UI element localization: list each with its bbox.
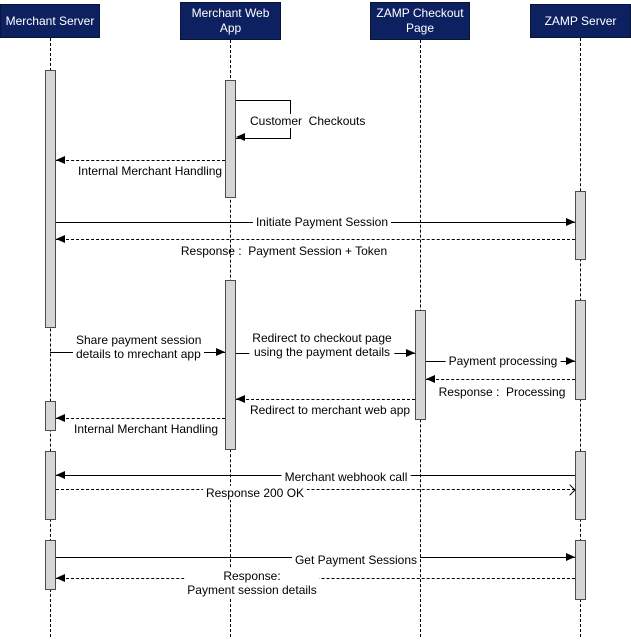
message-label-internal-merchant-handling-2: Internal Merchant Handling xyxy=(74,422,219,436)
arrowhead-customer-checkouts xyxy=(236,133,245,141)
activation-zamp-checkout-page-1 xyxy=(415,310,426,420)
activation-merchant-server-4 xyxy=(45,540,56,590)
message-label-redirect-to-merchant-web-app: Redirect to merchant web app xyxy=(249,403,411,417)
arrowhead-get-payment-sessions xyxy=(566,553,575,561)
arrowhead-payment-processing xyxy=(566,357,575,365)
arrowhead-initiate-payment-session xyxy=(566,218,575,226)
arrow-response-processing xyxy=(426,379,575,380)
lifeline-merchant-server xyxy=(50,38,51,637)
activation-merchant-web-app-2 xyxy=(225,280,236,450)
message-label-response-payment-session-details: Response: Payment session details xyxy=(184,569,320,597)
activation-merchant-server-2 xyxy=(45,401,56,431)
message-label-customer-checkouts: Customer Checkouts xyxy=(247,114,369,128)
arrowhead-share-payment-session xyxy=(216,348,225,356)
arrow-internal-merchant-handling-1 xyxy=(56,160,225,161)
arrow-redirect-to-merchant-web-app xyxy=(236,399,415,400)
activation-merchant-server-1 xyxy=(45,70,56,328)
arrow-response-200-ok xyxy=(56,489,575,490)
actor-merchant-web-app: Merchant Web App xyxy=(180,2,281,40)
activation-zamp-server-4 xyxy=(575,540,586,600)
actor-merchant-server: Merchant Server xyxy=(0,4,100,38)
activation-zamp-server-1 xyxy=(575,191,586,260)
actor-zamp-server: ZAMP Server xyxy=(530,4,631,38)
message-label-initiate-payment-session: Initiate Payment Session xyxy=(252,215,392,229)
message-label-response-processing: Response : Processing xyxy=(438,385,566,399)
activation-merchant-server-3 xyxy=(45,451,56,520)
activation-merchant-web-app-1 xyxy=(225,80,236,198)
activation-zamp-server-3 xyxy=(575,451,586,520)
arrowhead-internal-merchant-handling-1 xyxy=(56,156,65,164)
arrowhead-internal-merchant-handling-2 xyxy=(56,414,65,422)
actor-zamp-server-label: ZAMP Server xyxy=(544,13,617,28)
arrow-internal-merchant-handling-2 xyxy=(56,418,225,419)
actor-zamp-checkout-page-label: ZAMP Checkout Page xyxy=(376,6,464,35)
message-label-response-payment-session-token: Response : Payment Session + Token xyxy=(180,244,388,258)
message-label-payment-processing: Payment processing xyxy=(445,354,561,368)
arrowhead-redirect-to-checkout-page xyxy=(406,349,415,357)
actor-zamp-checkout-page: ZAMP Checkout Page xyxy=(370,2,470,40)
arrowhead-response-200-ok xyxy=(564,484,576,496)
arrowhead-redirect-to-merchant-web-app xyxy=(236,395,245,403)
actor-merchant-server-label: Merchant Server xyxy=(5,13,95,28)
arrowhead-response-payment-session-token xyxy=(56,235,65,243)
message-label-merchant-webhook-call: Merchant webhook call xyxy=(281,470,411,484)
message-label-response-200-ok: Response 200 OK xyxy=(202,486,308,500)
message-label-get-payment-sessions: Get Payment Sessions xyxy=(291,553,421,567)
arrow-response-payment-session-token xyxy=(56,239,575,240)
arrowhead-response-payment-session-details xyxy=(56,574,65,582)
arrowhead-merchant-webhook-call xyxy=(56,471,65,479)
arrowhead-response-processing xyxy=(426,375,435,383)
message-label-share-payment-session: Share payment session details to mrechan… xyxy=(73,333,205,361)
message-label-redirect-to-checkout-page: Redirect to checkout page using the paym… xyxy=(249,331,395,359)
activation-zamp-server-2 xyxy=(575,300,586,400)
message-label-internal-merchant-handling-1: Internal Merchant Handling xyxy=(78,164,223,178)
actor-merchant-web-app-label: Merchant Web App xyxy=(191,6,270,35)
